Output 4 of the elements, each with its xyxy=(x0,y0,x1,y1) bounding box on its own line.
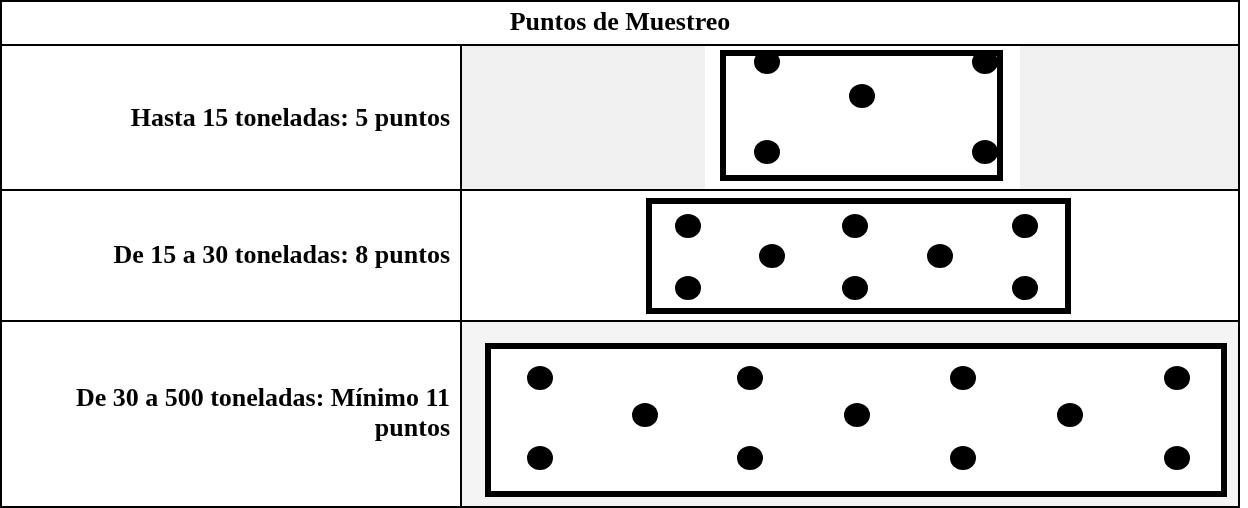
row-label: De 15 a 30 toneladas: 8 puntos xyxy=(112,240,450,270)
table-header: Puntos de Muestreo xyxy=(508,7,732,37)
row-label: De 30 a 500 toneladas: Mínimo 11 puntos xyxy=(74,383,450,443)
row-label: Hasta 15 toneladas: 5 puntos xyxy=(129,103,450,133)
